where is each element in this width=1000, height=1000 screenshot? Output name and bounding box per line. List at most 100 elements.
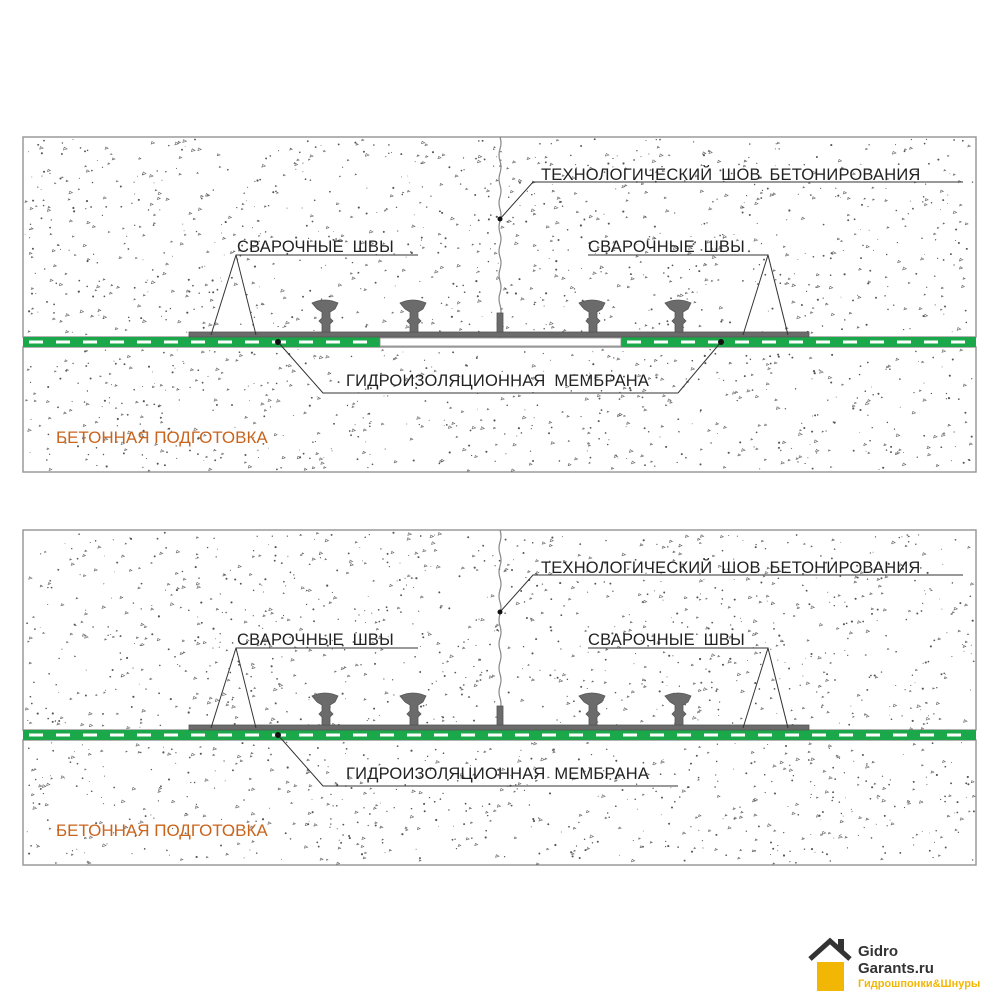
concrete-speckle <box>747 629 752 633</box>
concrete-speckle <box>809 311 814 314</box>
concrete-speckle <box>877 238 879 240</box>
concrete-speckle <box>420 239 422 241</box>
concrete-speckle <box>531 424 533 427</box>
concrete-speckle <box>777 353 780 356</box>
concrete-speckle <box>27 428 32 432</box>
concrete-speckle <box>605 272 609 275</box>
concrete-speckle <box>195 581 201 586</box>
concrete-speckle <box>126 235 128 237</box>
concrete-speckle <box>897 163 900 165</box>
concrete-speckle <box>667 398 672 402</box>
concrete-speckle <box>120 413 124 416</box>
concrete-speckle <box>84 852 86 854</box>
concrete-speckle <box>787 277 791 280</box>
concrete-speckle <box>531 593 534 595</box>
concrete-speckle <box>481 316 483 317</box>
concrete-speckle <box>457 645 460 648</box>
concrete-speckle <box>60 775 66 779</box>
concrete-speckle <box>337 618 339 620</box>
concrete-speckle <box>934 239 937 241</box>
concrete-speckle <box>455 285 458 288</box>
concrete-speckle <box>120 673 126 678</box>
concrete-speckle <box>908 609 912 613</box>
concrete-speckle <box>795 534 798 536</box>
concrete-speckle <box>303 411 307 415</box>
concrete-speckle <box>530 618 535 622</box>
concrete-speckle <box>935 463 940 467</box>
concrete-speckle <box>733 558 735 560</box>
concrete-speckle <box>818 369 820 371</box>
concrete-speckle <box>495 215 498 218</box>
concrete-speckle <box>712 200 714 203</box>
concrete-speckle <box>951 611 955 614</box>
concrete-speckle <box>562 559 568 564</box>
concrete-speckle <box>174 367 176 369</box>
concrete-speckle <box>90 206 92 208</box>
membrane-dash <box>407 733 421 737</box>
concrete-speckle <box>250 825 254 829</box>
concrete-speckle <box>142 429 145 432</box>
concrete-speckle <box>154 442 159 446</box>
concrete-speckle <box>604 816 608 820</box>
concrete-speckle <box>644 190 649 194</box>
concrete-speckle <box>196 692 200 695</box>
concrete-speckle <box>270 717 276 722</box>
concrete-speckle <box>31 768 35 772</box>
concrete-speckle <box>54 370 57 373</box>
concrete-speckle <box>647 377 652 380</box>
concrete-speckle <box>114 327 119 331</box>
concrete-speckle <box>833 604 836 607</box>
concrete-speckle <box>539 297 541 299</box>
concrete-speckle <box>461 566 466 570</box>
concrete-speckle <box>688 268 691 271</box>
concrete-speckle <box>810 545 814 548</box>
concrete-speckle <box>410 807 413 810</box>
concrete-speckle <box>907 281 911 285</box>
concrete-speckle <box>363 766 366 769</box>
concrete-speckle <box>626 695 630 698</box>
concrete-speckle <box>865 244 870 249</box>
concrete-speckle <box>827 591 829 593</box>
concrete-speckle <box>452 351 455 354</box>
concrete-speckle <box>116 561 119 564</box>
concrete-speckle <box>481 805 484 807</box>
concrete-speckle <box>857 294 858 296</box>
concrete-speckle <box>56 829 59 831</box>
concrete-speckle <box>60 716 64 720</box>
concrete-speckle <box>582 427 586 430</box>
concrete-speckle <box>286 207 288 209</box>
concrete-speckle <box>222 236 227 240</box>
concrete-speckle <box>349 563 355 567</box>
concrete-speckle <box>362 428 368 432</box>
concrete-speckle <box>239 353 244 357</box>
membrane-dash <box>191 733 205 737</box>
concrete-speckle <box>120 799 126 804</box>
concrete-speckle <box>318 551 324 555</box>
concrete-speckle <box>369 387 372 390</box>
concrete-speckle <box>501 767 506 771</box>
concrete-speckle <box>622 351 624 353</box>
concrete-speckle <box>471 554 476 558</box>
concrete-speckle <box>774 165 776 167</box>
concrete-speckle <box>767 367 772 371</box>
gidrogarants-logo[interactable]: Gidro Garants.ru Гидрошпонки&Шнуры <box>808 935 998 995</box>
concrete-speckle <box>195 558 197 560</box>
concrete-speckle <box>364 610 366 612</box>
concrete-speckle <box>444 245 447 248</box>
concrete-speckle <box>219 641 221 643</box>
concrete-speckle <box>278 683 284 687</box>
concrete-speckle <box>537 817 540 819</box>
concrete-speckle <box>83 836 88 840</box>
concrete-speckle <box>702 151 707 155</box>
concrete-speckle <box>707 429 711 432</box>
concrete-speckle <box>765 642 766 643</box>
concrete-speckle <box>551 748 556 752</box>
concrete-speckle <box>571 585 576 590</box>
concrete-speckle <box>421 140 426 145</box>
concrete-speckle <box>566 695 568 697</box>
concrete-speckle <box>26 368 31 371</box>
concrete-speckle <box>626 285 631 289</box>
concrete-speckle <box>717 159 722 164</box>
concrete-speckle <box>133 286 136 289</box>
membrane-pointer <box>275 732 281 738</box>
